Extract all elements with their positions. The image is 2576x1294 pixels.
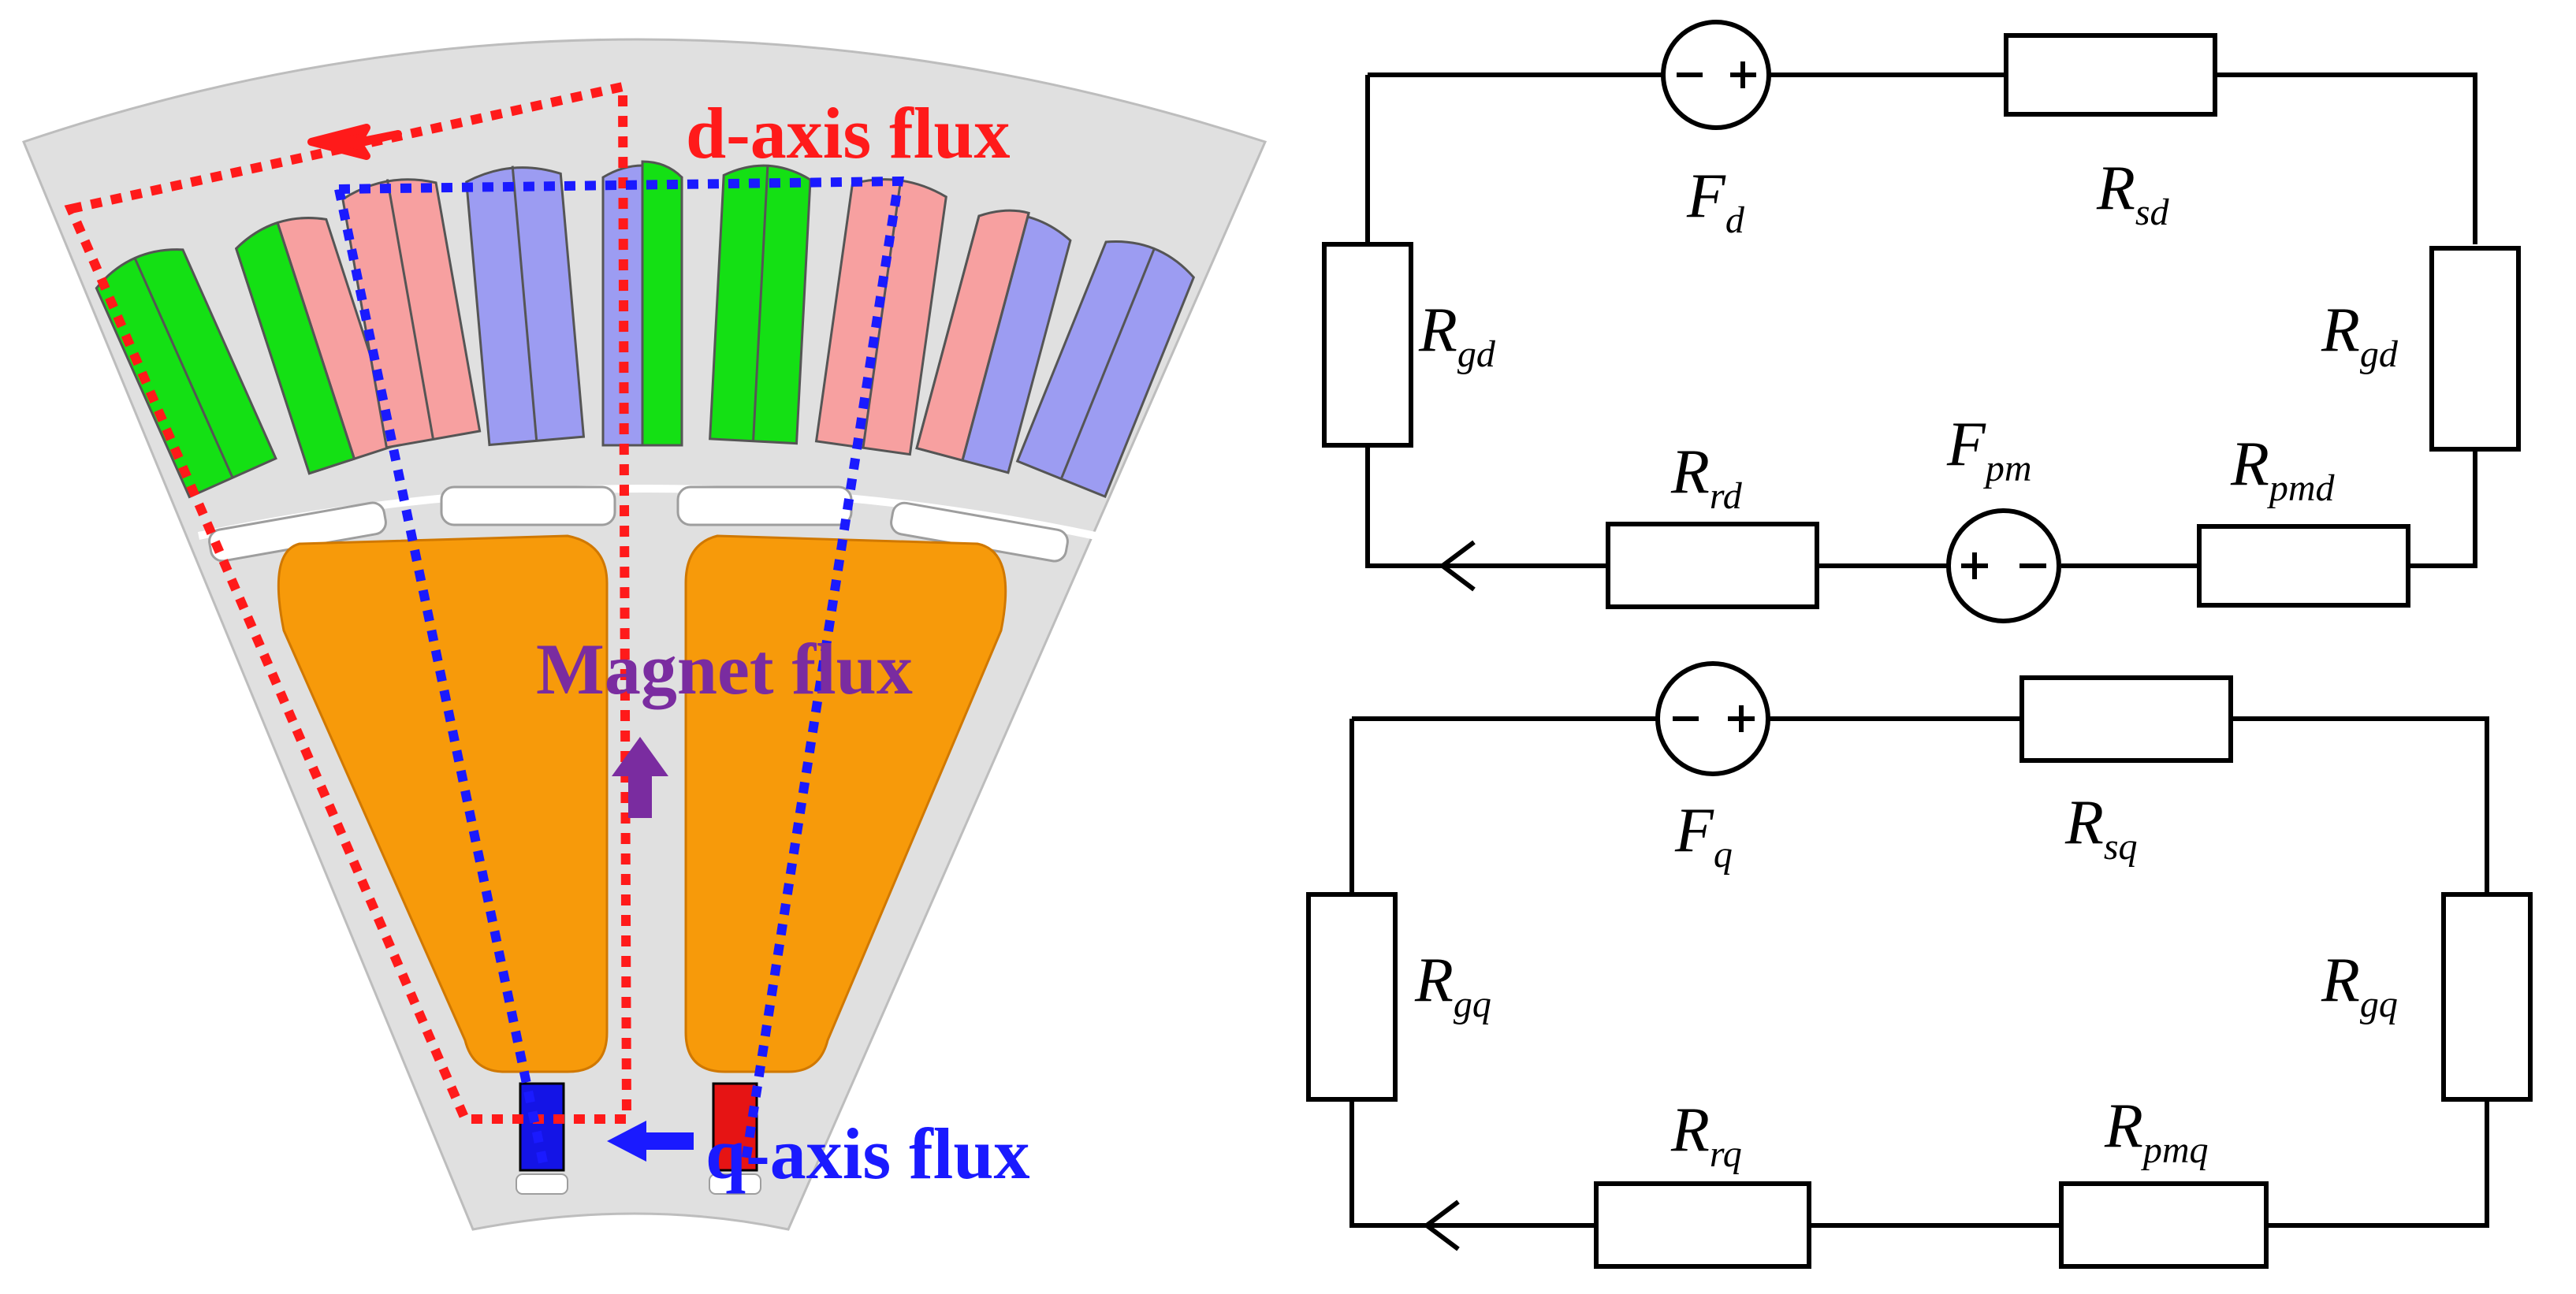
d-axis-flux-arrow — [307, 124, 402, 160]
resistor-rrd — [1606, 522, 1819, 609]
label-rgq-left: Rgq — [1414, 946, 1491, 1025]
resistor-rsq — [2019, 675, 2233, 763]
resistor-rpmd — [2197, 524, 2410, 608]
label-rsd: Rsd — [2096, 154, 2170, 233]
q-axis-block-red — [712, 1082, 758, 1172]
resistor-rgq-left — [1306, 892, 1398, 1102]
label-rgq-right: Rgq — [2321, 946, 2398, 1025]
wire — [1349, 716, 2489, 1228]
coil-slot — [1015, 240, 1196, 499]
circuit-arrow — [1439, 540, 1476, 592]
resistor-rgq-right — [2441, 892, 2533, 1102]
rotor-slot — [676, 485, 853, 526]
q-axis-flux-label: q-axis flux — [705, 1114, 1030, 1194]
bottom-slot — [516, 1173, 568, 1195]
coil-slot — [465, 165, 586, 447]
bottom-slot — [709, 1173, 761, 1195]
resistor-rrq — [1594, 1181, 1811, 1269]
label-rgd-left: Rgd — [1418, 296, 1496, 375]
magnet-left — [277, 534, 609, 1073]
d-axis-flux-label: d-axis flux — [686, 93, 1011, 173]
permanent-magnets — [277, 534, 1007, 1073]
resistor-rsd — [2004, 33, 2217, 117]
label-rpmd: Rpmd — [2230, 429, 2336, 509]
d-axis-circuit: Fd Rsd Rgd Rgd Rrd Fpm Rpmd — [1322, 20, 2521, 623]
circuit-arrow — [1423, 1199, 1460, 1251]
label-rrd: Rrd — [1670, 437, 1743, 517]
mmf-source-fq — [1655, 661, 1770, 776]
label-rrq: Rrq — [1670, 1095, 1742, 1175]
coil-slot — [95, 248, 277, 499]
q-axis-flux-arrow — [607, 1121, 694, 1162]
resistor-rpmq — [2059, 1181, 2269, 1269]
label-rsq: Rsq — [2064, 788, 2138, 868]
label-fpm: Fpm — [1946, 410, 2032, 489]
coil-slot — [709, 164, 812, 445]
resistor-rgd-right — [2429, 246, 2521, 452]
coil-slot — [915, 209, 1072, 474]
magnet-flux-arrow — [612, 737, 668, 818]
magnet-right — [684, 534, 1007, 1073]
motor-cross-section: d-axis flux Magnet flux q-axis flux — [22, 38, 1268, 1231]
coil-slot — [234, 217, 401, 475]
q-axis-circuit: Fq Rsq Rgq Rgq Rrq Rpmq — [1306, 661, 2533, 1269]
q-axis-flux-path — [334, 176, 905, 1168]
label-rpmq: Rpmq — [2104, 1091, 2209, 1171]
label-rgd-right: Rgd — [2321, 296, 2399, 375]
magnet-flux-label: Magnet flux — [536, 629, 913, 709]
wire — [1365, 73, 2477, 568]
mmf-source-fd — [1661, 20, 1771, 130]
label-fd: Fd — [1686, 162, 1745, 241]
coil-slot — [601, 160, 683, 447]
label-fq: Fq — [1674, 796, 1733, 876]
rotor-slot — [440, 485, 616, 526]
d-axis-flux-path — [64, 80, 632, 1124]
resistor-rgd-left — [1322, 242, 1413, 448]
mmf-source-fpm — [1946, 508, 2061, 623]
